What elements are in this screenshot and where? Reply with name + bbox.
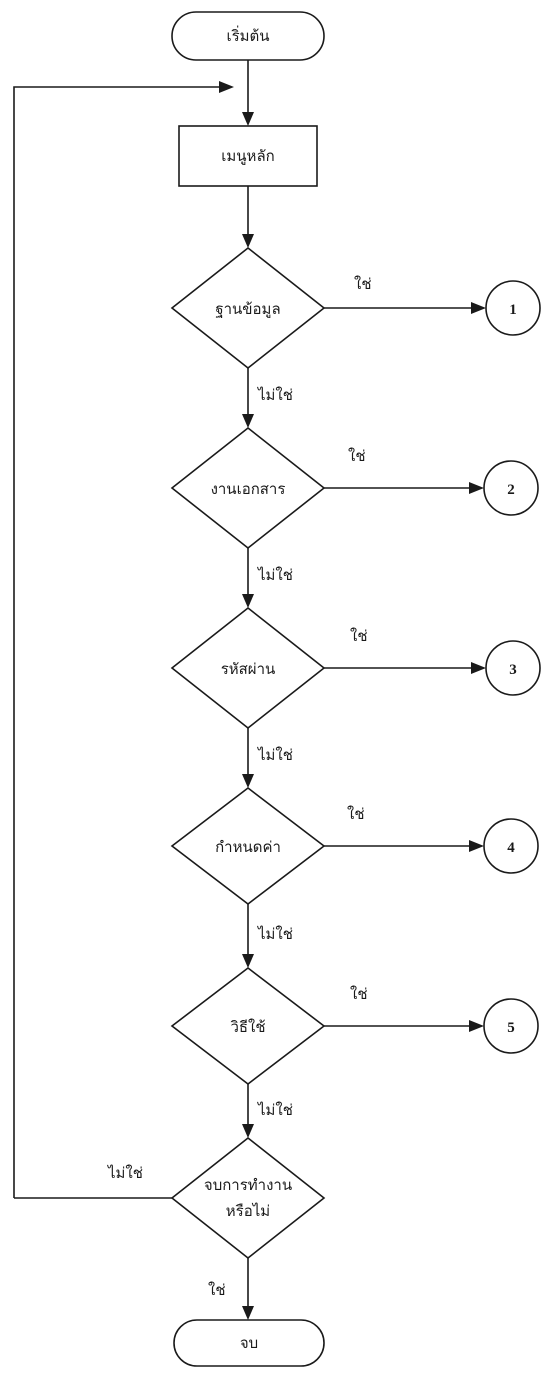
- decision-exit-line2: หรือไม่: [226, 1202, 270, 1220]
- arrowhead-yes-exit: [242, 1306, 254, 1320]
- main-menu-process: เมนูหลัก: [178, 125, 318, 187]
- decision-exit-line1: จบการทำงาน: [204, 1177, 292, 1194]
- yes-label-exit: ใช่: [208, 1281, 226, 1299]
- connector-4-label: 4: [507, 840, 515, 856]
- no-label-4: ไม่ใช่: [257, 925, 293, 943]
- yes-label-4: ใช่: [347, 805, 365, 823]
- yes-label-2: ใช่: [348, 447, 366, 465]
- no-label-5: ไม่ใช่: [257, 1101, 293, 1119]
- arrowhead-yes-3: [471, 662, 486, 674]
- yes-label-5: ใช่: [350, 985, 368, 1003]
- arrowhead-menu-decision1: [242, 234, 254, 248]
- start-terminator: เริ่มต้น: [171, 11, 325, 61]
- decision-settings-label: กำหนดค่า: [215, 839, 281, 856]
- decision-database: ฐานข้อมูล: [170, 246, 326, 370]
- decision-database-label: ฐานข้อมูล: [215, 301, 280, 318]
- decision-exit: จบการทำงาน หรือไม่: [170, 1136, 326, 1260]
- yes-label-3: ใช่: [350, 627, 368, 645]
- connector-circle-3: 3: [485, 640, 541, 696]
- loop-back-connector: [13, 86, 220, 1198]
- connector-2-label: 2: [507, 482, 515, 498]
- arrowhead-yes-4: [469, 840, 484, 852]
- arrowhead-no-2: [242, 594, 254, 608]
- decision-password: รหัสผ่าน: [170, 606, 326, 730]
- arrowhead-yes-5: [469, 1020, 484, 1032]
- connector-1-label: 1: [509, 302, 517, 318]
- start-label: เริ่มต้น: [226, 25, 269, 45]
- arrowhead-yes-1: [471, 302, 486, 314]
- arrowhead-loop-back: [219, 81, 234, 93]
- arrowhead-no-5: [242, 1124, 254, 1138]
- decision-help-label: วิธีใช้: [230, 1018, 266, 1036]
- decision-documents-label: งานเอกสาร: [211, 482, 286, 498]
- end-terminator: จบ: [173, 1319, 325, 1367]
- arrowhead-no-4: [242, 954, 254, 968]
- no-label-2: ไม่ใช่: [257, 566, 293, 584]
- no-label-3: ไม่ใช่: [257, 746, 293, 764]
- decision-documents: งานเอกสาร: [170, 426, 326, 550]
- arrowhead-no-3: [242, 774, 254, 788]
- connector-3-label: 3: [509, 662, 517, 678]
- no-label-exit: ไม่ใช่: [107, 1164, 143, 1182]
- decision-password-label: รหัสผ่าน: [221, 662, 276, 678]
- connector-circle-2: 2: [483, 460, 539, 516]
- main-menu-label: เมนูหลัก: [221, 149, 274, 165]
- connector-circle-1: 1: [485, 280, 541, 336]
- arrowhead-no-1: [242, 414, 254, 428]
- no-label-1: ไม่ใช่: [257, 386, 293, 404]
- decision-help: วิธีใช้: [170, 966, 326, 1086]
- arrowhead-start-menu: [242, 112, 254, 126]
- connector-circle-4: 4: [483, 818, 539, 874]
- connector-circle-5: 5: [483, 998, 539, 1054]
- connector-5-label: 5: [507, 1020, 515, 1036]
- end-label: จบ: [240, 1336, 258, 1352]
- arrowhead-yes-2: [469, 482, 484, 494]
- decision-settings: กำหนดค่า: [170, 786, 326, 906]
- yes-label-1: ใช่: [354, 275, 372, 293]
